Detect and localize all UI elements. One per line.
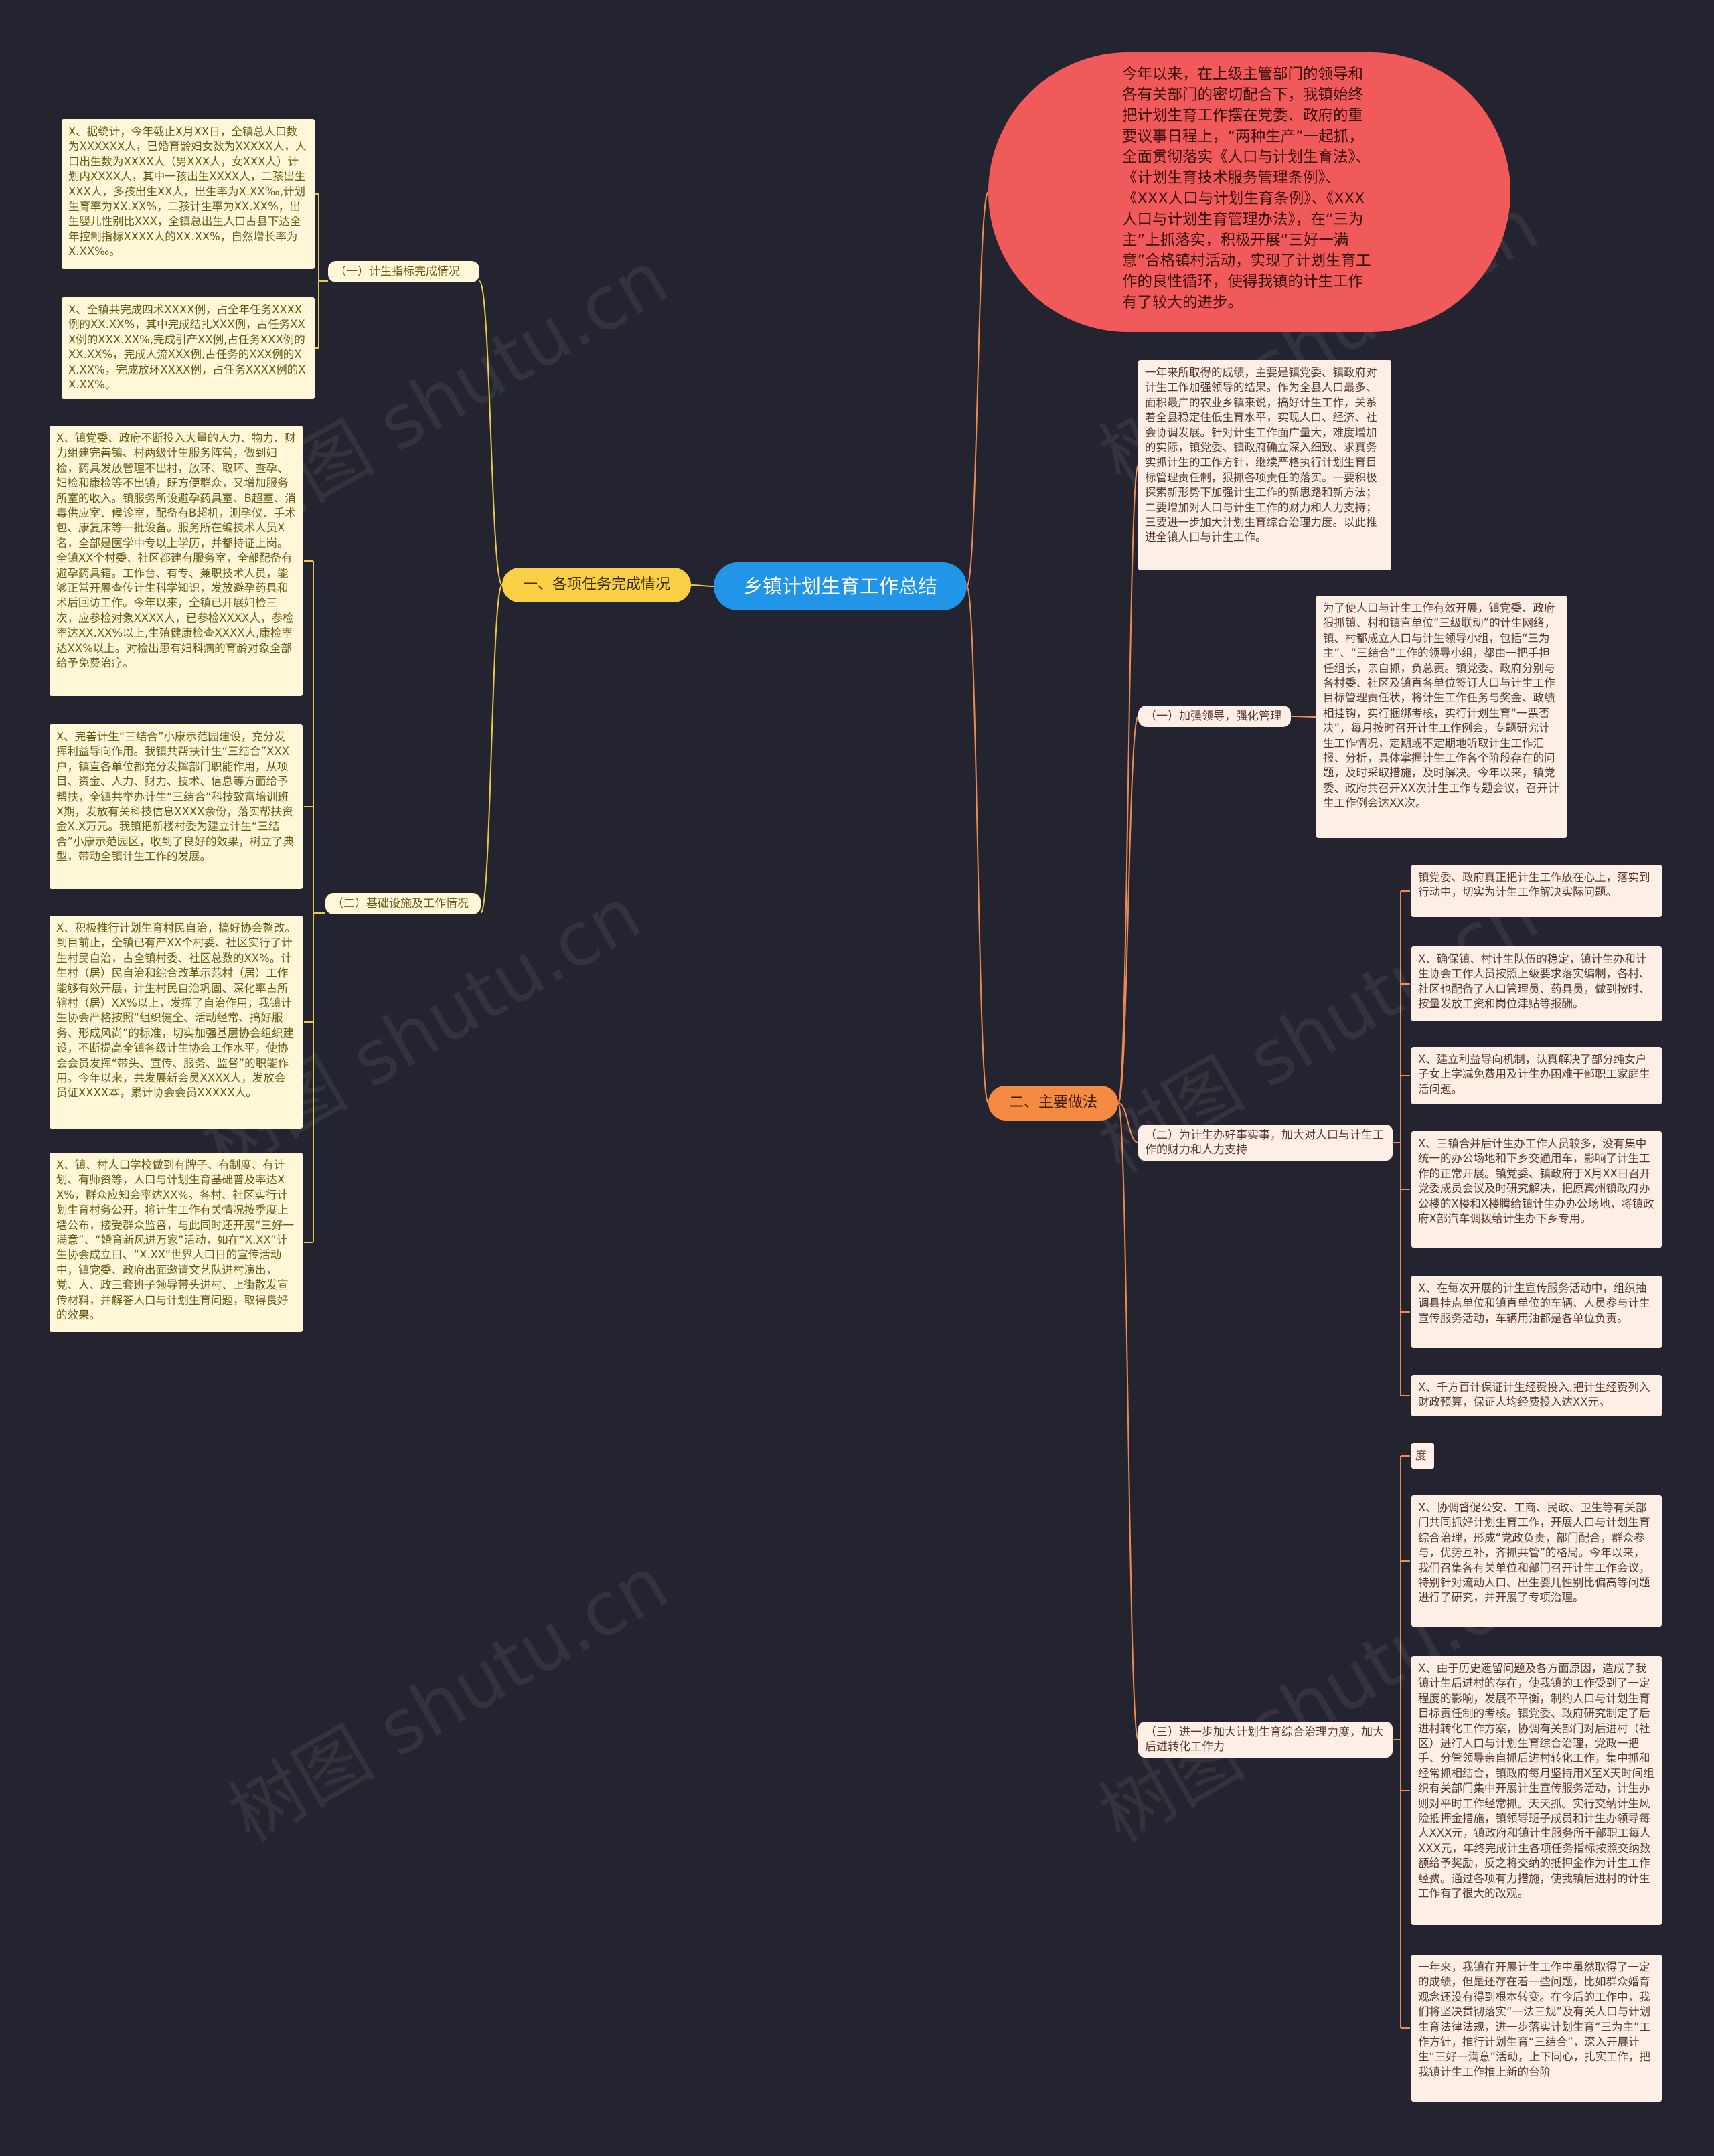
note-staff-stability: X、确保镇、村计生队伍的稳定，镇计生办和计生协会工作人员按照上级要求落实编制，各…: [1411, 946, 1662, 1021]
note-office-space: X、三镇合并后计生办工作人员较多，没有集中统一的办公场地和下乡交通用车，影响了计…: [1411, 1131, 1662, 1248]
link-root-intro: [966, 191, 989, 587]
link-left-group: [479, 280, 503, 586]
group-indicator-completion[interactable]: （一）计生指标完成情况: [328, 261, 479, 282]
note-publicity-vehicles: X、在每次开展的计生宣传服务活动中，组织抽调县挂点单位和镇直单位的车辆、人员参与…: [1411, 1276, 1662, 1348]
group-infrastructure[interactable]: （二）基础设施及工作情况: [325, 893, 481, 914]
note-population-school: X、镇、村人口学校做到有牌子、有制度、有计划、有师资等，人口与计划生育基础普及率…: [50, 1153, 303, 1332]
branch-task-completion[interactable]: 一、各项任务完成情况: [502, 568, 691, 602]
note-funding-budget: X、千方百计保证计生经费投入,把计生经费列入财政预算，保证人均经费投入达XX元。: [1411, 1375, 1662, 1416]
note-continuation: 度: [1411, 1443, 1434, 1469]
note-year-conclusion: 一年来，我镇在开展计生工作中虽然取得了一定的成绩，但是还存在着一些问题，比如群众…: [1411, 1955, 1662, 2102]
note-leadership-detail: 为了使人口与计生工作有效开展，镇党委、政府狠抓镇、村和镇直单位“三级联动”的计生…: [1316, 596, 1567, 838]
link-rgroup2-notes: [1393, 891, 1401, 1396]
root-topic[interactable]: 乡镇计划生育工作总结: [714, 562, 967, 610]
link-right-child: [1117, 465, 1139, 1104]
note-service-stations: X、镇党委、政府不断投入大量的人力、物力、财力组建完善镇、村两级计生服务阵营，做…: [50, 426, 303, 696]
link-root-left: [690, 584, 714, 587]
note-party-commitment: 镇党委、政府真正把计生工作放在心上，落实到行动中，切实为计生工作解决实际问题。: [1411, 865, 1662, 917]
note-birth-statistics: X、据统计，今年截止X月XX日，全镇总人口数为XXXXXX人，已婚育龄妇女数为X…: [62, 119, 315, 269]
link-left-group: [480, 584, 503, 914]
link-right-child: [1117, 1102, 1139, 1740]
note-backward-villages: X、由于历史遗留问题及各方面原因，造成了我镇计生后进村的存在，使我镇的工作受到了…: [1411, 1656, 1662, 1925]
group-comprehensive-governance[interactable]: （三）进一步加大计划生育综合治理力度，加大后进转化工作力: [1138, 1722, 1393, 1758]
link-group2-notes: [313, 561, 325, 1242]
link-group1-notes: [318, 194, 328, 348]
group-funding-support[interactable]: （二）为计生办好事实事，加大对人口与计生工作的财力和人力支持: [1138, 1125, 1393, 1161]
link-root-right: [966, 586, 989, 1104]
link-right-child: [1117, 1102, 1139, 1143]
link-rgroup1-note: [1290, 716, 1317, 718]
intro-bubble[interactable]: 今年以来，在上级主管部门的领导和各有关部门的密切配合下，我镇始终把计划生育工作摆…: [988, 52, 1510, 332]
note-department-coordination: X、协调督促公安、工商、民政、卫生等有关部门共同抓好计划生育工作，开展人口与计划…: [1411, 1495, 1662, 1627]
note-three-combination: X、完善计生“三结合”小康示范园建设，充分发挥利益导向作用。我镇共帮扶计生“三结…: [50, 724, 303, 889]
note-incentive-mechanism: X、建立利益导向机制，认真解决了部分纯女户子女上学减免费用及计生办困难干部职工家…: [1411, 1047, 1662, 1104]
note-summary: 一年来所取得的成绩，主要是镇党委、镇政府对计生工作加强领导的结果。作为全县人口最…: [1138, 360, 1391, 570]
note-four-operations: X、全镇共完成四术XXXX例，占全年任务XXXX例的XX.XX%，其中完成结扎X…: [62, 297, 315, 399]
link-right-child: [1117, 716, 1139, 1104]
note-village-autonomy: X、积极推行计划生育村民自治，搞好协会整改。到目前止，全镇已有产XX个村委、社区…: [50, 916, 303, 1129]
branch-main-practices[interactable]: 二、主要做法: [988, 1086, 1118, 1121]
group-leadership[interactable]: （一）加强领导，强化管理: [1138, 706, 1291, 727]
link-rgroup3-notes: [1393, 1456, 1401, 2028]
